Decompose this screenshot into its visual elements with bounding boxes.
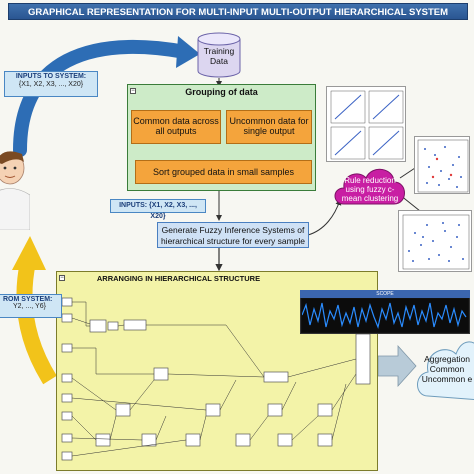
outputs-vars: Y2, ..., Y6}: [13, 303, 46, 310]
grey-output-arrow: [377, 344, 417, 388]
generate-fis-box: Generate Fuzzy Inference Systems of hier…: [157, 222, 309, 248]
scatter-plot-thumbnail: [398, 210, 472, 272]
rule-reduction-cloud-icon: [334, 168, 405, 205]
collapse-icon[interactable]: −: [59, 275, 65, 281]
scope-signal-plot: [302, 299, 468, 332]
training-data-cylinder-icon: [197, 32, 241, 78]
rule-reduction-label: Rule reduction using fuzzy c-mean cluste…: [341, 176, 399, 203]
inputs-to-system-heading: INPUTS TO SYSTEM:: [15, 73, 87, 80]
uncommon-data-box: Uncommon data for single output: [226, 110, 312, 144]
scope-title: SCOPE: [300, 290, 470, 298]
collapse-icon[interactable]: −: [130, 88, 136, 94]
blue-curved-arrow: [13, 40, 192, 157]
user-avatar-illustration: [0, 151, 30, 230]
inputs-to-system-box: INPUTS TO SYSTEM: {X1, X2, X3, ..., X20}: [4, 71, 98, 97]
sort-samples-box: Sort grouped data in small samples: [135, 160, 312, 184]
outputs-heading: ROM SYSTEM:: [3, 296, 53, 303]
outputs-from-system-box: ROM SYSTEM: Y2, ..., Y6}: [0, 294, 62, 318]
diagram-title: GRAPHICAL REPRESENTATION FOR MULTI-INPUT…: [8, 3, 468, 20]
simulink-block-diagram: [61, 297, 371, 461]
aggregation-cloud-icon: [417, 341, 474, 401]
grouping-title: Grouping of data: [185, 87, 258, 97]
aggregation-label: Aggregation Common Uncommon e: [421, 354, 473, 384]
training-data-label: Training Data: [203, 46, 235, 66]
common-data-box: Common data across all outputs: [131, 110, 221, 144]
regression-plots-thumbnail: [326, 86, 406, 162]
hierarchy-title: ARRANGING IN HIERARCHICAL STRUCTURE: [96, 274, 261, 283]
inputs-label: INPUTS: {X1, X2, X3, ..., X20}: [110, 199, 206, 220]
yellow-curved-arrow: [16, 260, 57, 385]
cluster-plot-thumbnail: [414, 136, 470, 194]
inputs-to-system-vars: {X1, X2, X3, ..., X20}: [18, 81, 84, 88]
blue-arrow-head: [176, 36, 200, 68]
yellow-arrow-head: [12, 236, 46, 270]
